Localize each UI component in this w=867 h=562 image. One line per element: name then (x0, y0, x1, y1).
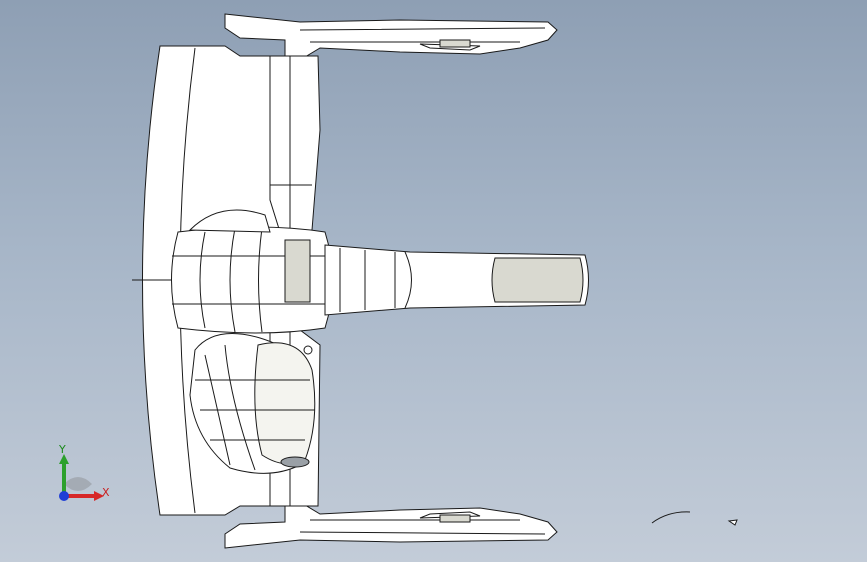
y-axis-head (59, 454, 69, 464)
cockpit-bubble-top (188, 209, 271, 233)
top-arm-slot (439, 39, 471, 48)
chassis-spine (269, 55, 321, 233)
nose-ring (404, 251, 412, 309)
x-axis-label: X (102, 486, 110, 499)
stray-fragment (727, 519, 738, 526)
bottom-arm-slot (439, 514, 471, 523)
bottom-arm (224, 501, 558, 549)
axis-triad (59, 454, 104, 501)
z-axis-dot (59, 491, 69, 501)
small-knob (303, 345, 313, 355)
seat-shadow (280, 456, 310, 468)
top-arm (224, 13, 558, 61)
nose-tip-window (491, 257, 584, 303)
cockpit-opening (284, 239, 311, 303)
stray-curve (651, 511, 691, 524)
y-axis-label: Y (59, 443, 66, 456)
triad-base-shadow (64, 477, 92, 491)
seat-bulge-inner (254, 342, 316, 465)
x-axis-head (94, 491, 104, 501)
